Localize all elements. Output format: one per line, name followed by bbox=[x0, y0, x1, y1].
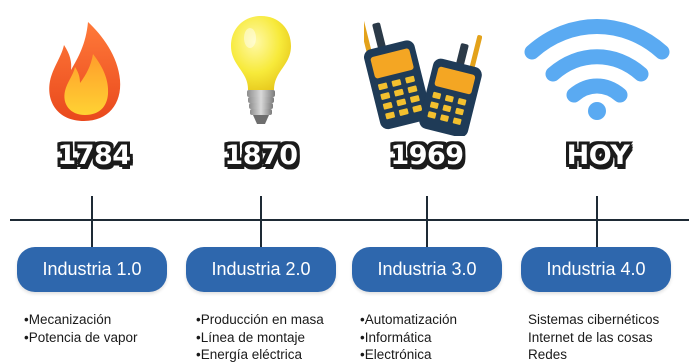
list-item: Redes bbox=[528, 347, 568, 362]
list-item: •Informática bbox=[360, 329, 432, 345]
walkie-talkie-icon bbox=[364, 16, 482, 136]
year-label-3: 1969 bbox=[390, 140, 464, 171]
year-label-1: 1784 bbox=[57, 140, 131, 171]
timeline-tick-1 bbox=[91, 196, 93, 248]
industry-pill-4: Industria 4.0 bbox=[521, 247, 671, 292]
features-list-1: •Mecanización •Potencia de vapor bbox=[24, 311, 138, 346]
list-item: Internet de las cosas bbox=[528, 329, 653, 345]
industry-pill-2: Industria 2.0 bbox=[186, 247, 336, 292]
industry-pill-1: Industria 1.0 bbox=[17, 247, 167, 292]
wifi-icon bbox=[524, 19, 670, 120]
list-item: •Producción en masa bbox=[196, 312, 324, 327]
list-item: •Mecanización bbox=[24, 312, 112, 327]
list-item: •Potencia de vapor bbox=[24, 329, 138, 345]
timeline-tick-2 bbox=[260, 196, 262, 248]
features-list-3: •Automatización •Informática •Electrónic… bbox=[360, 311, 457, 364]
list-item: •Línea de montaje bbox=[196, 329, 306, 345]
lightbulb-icon bbox=[231, 16, 291, 124]
year-label-2: 1870 bbox=[224, 140, 298, 171]
year-label-4: HOY bbox=[566, 140, 630, 171]
industry-pill-3: Industria 3.0 bbox=[352, 247, 502, 292]
list-item: Sistemas cibernéticos bbox=[528, 312, 660, 327]
timeline-axis bbox=[10, 219, 689, 221]
list-item: •Automatización bbox=[360, 312, 458, 327]
timeline-tick-4 bbox=[596, 196, 598, 248]
list-item: •Energía eléctrica bbox=[196, 347, 303, 362]
list-item: •Electrónica bbox=[360, 347, 432, 362]
features-list-2: •Producción en masa •Línea de montaje •E… bbox=[196, 311, 324, 364]
flame-icon bbox=[49, 22, 121, 121]
timeline-tick-3 bbox=[426, 196, 428, 248]
features-list-4: Sistemas cibernéticos Internet de las co… bbox=[528, 311, 659, 364]
